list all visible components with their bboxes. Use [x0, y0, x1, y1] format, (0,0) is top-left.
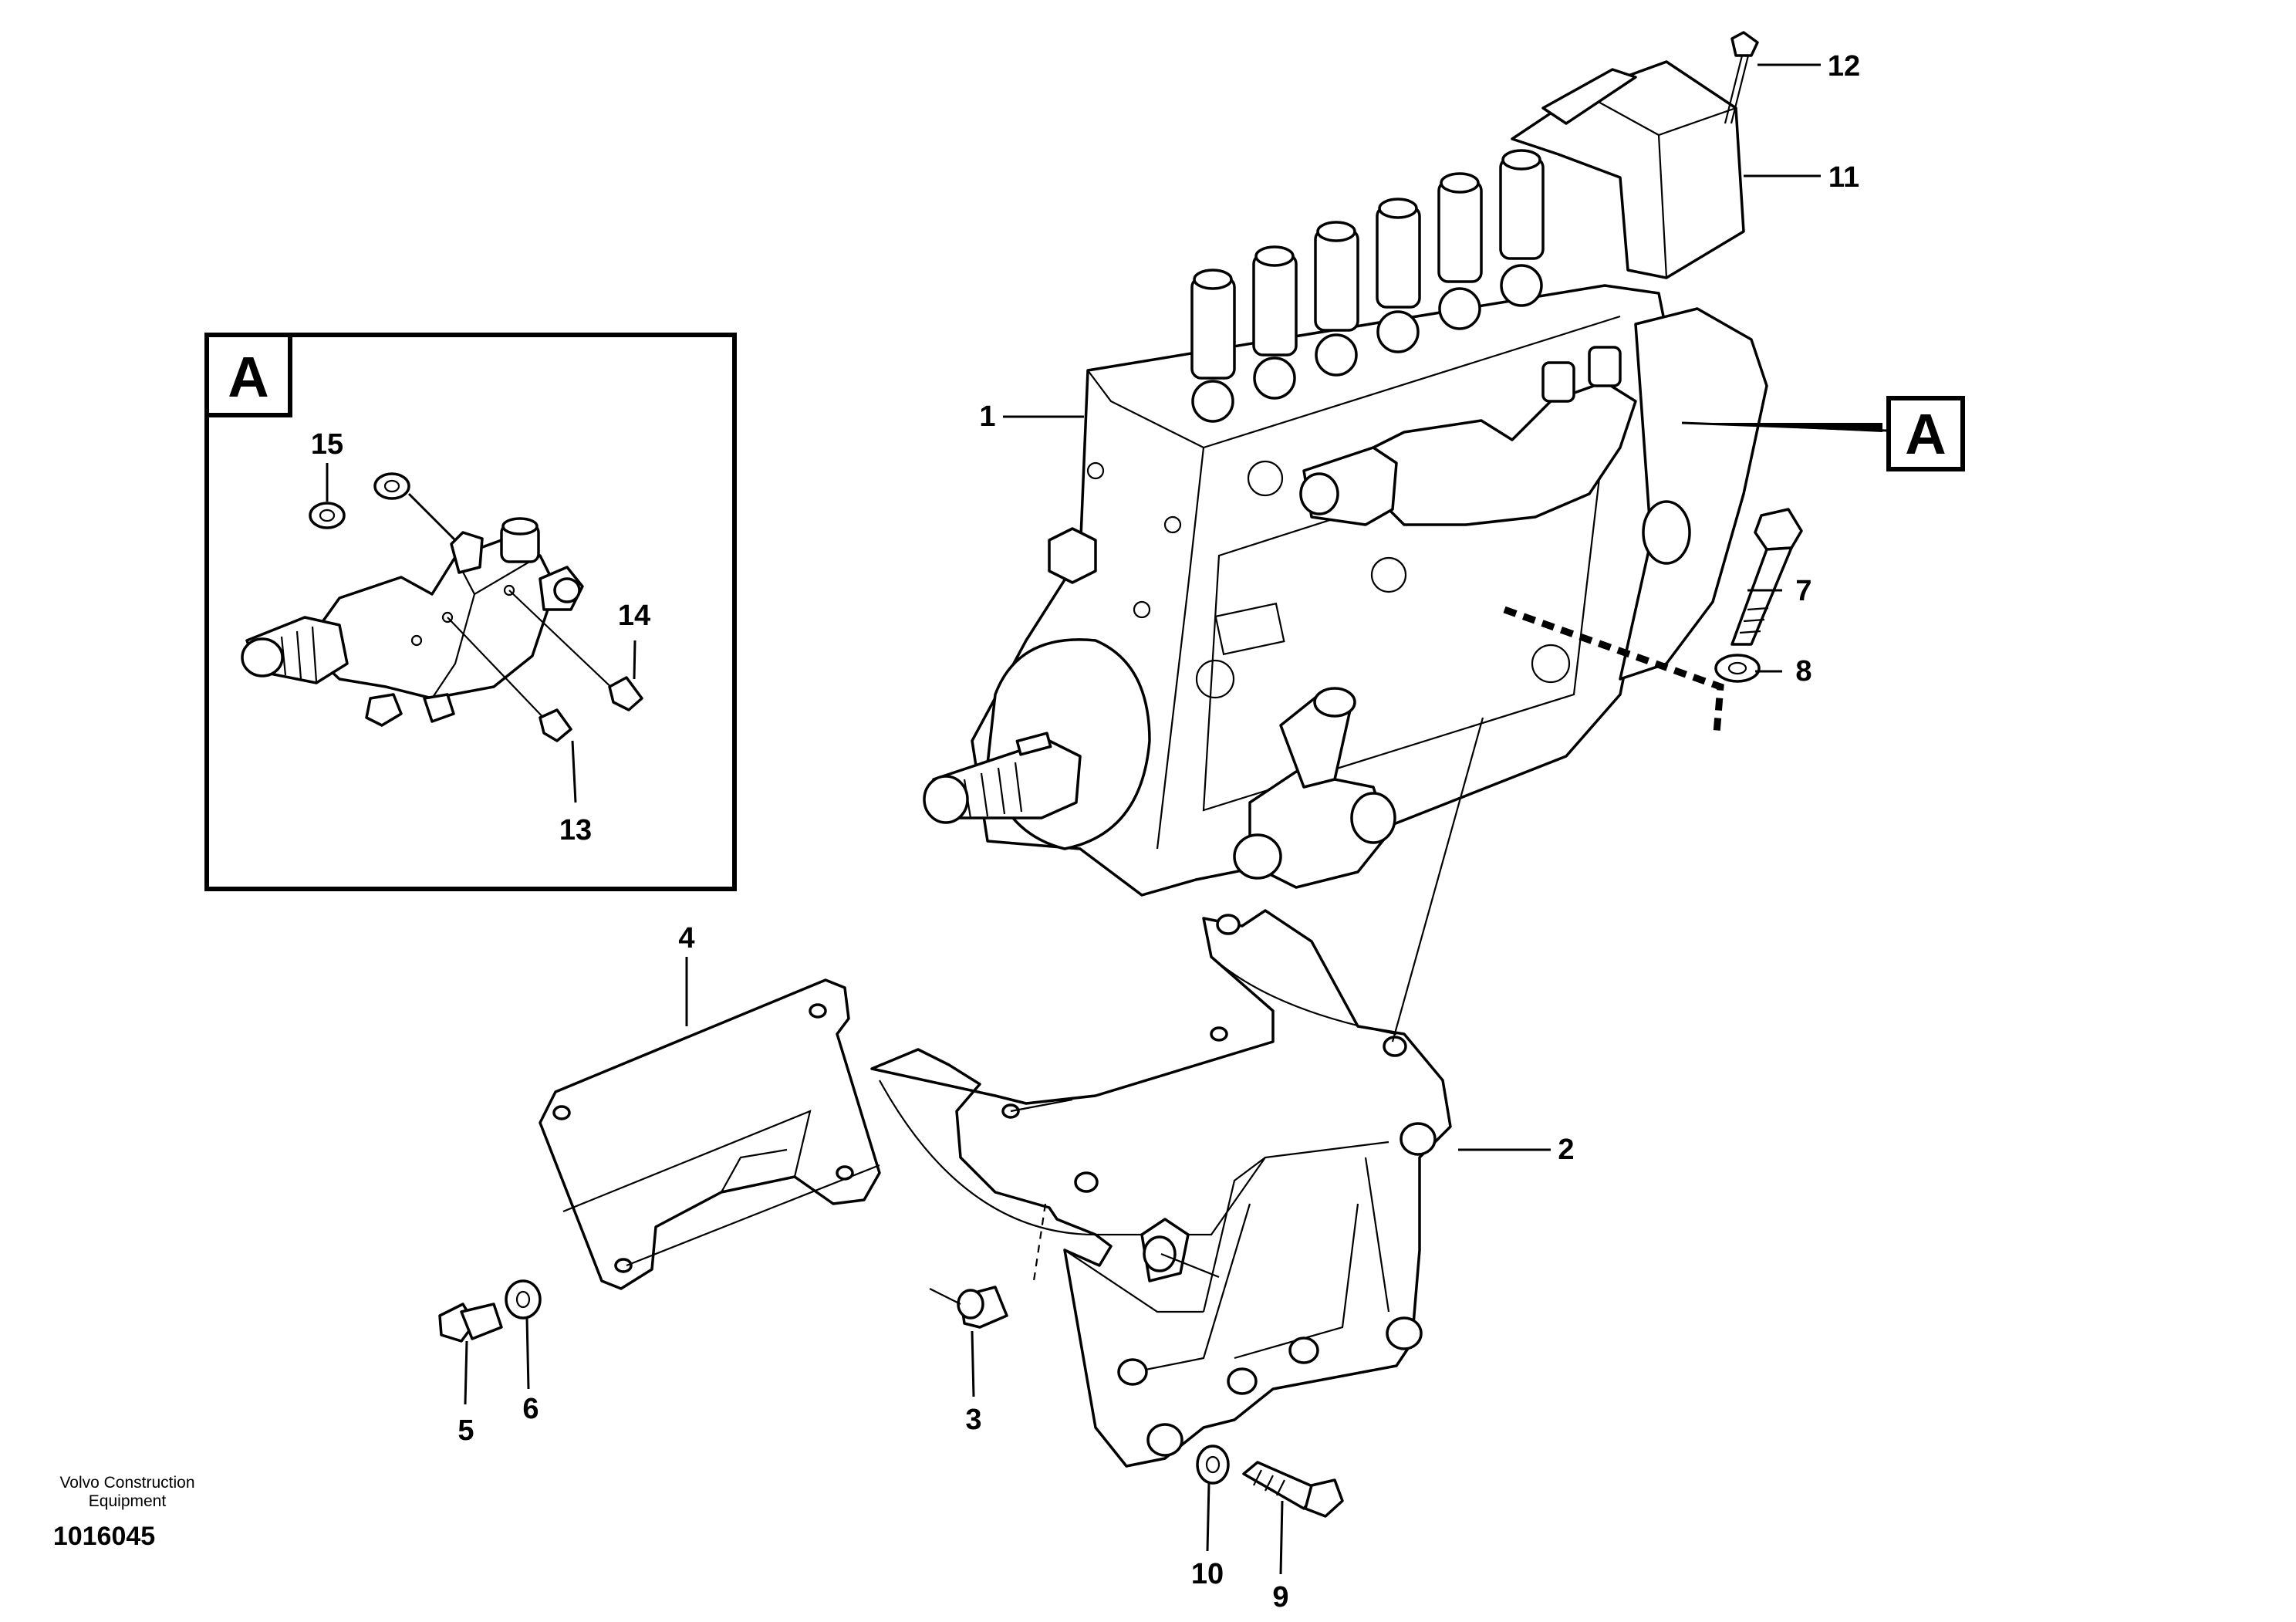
inset-valve-assembly: [241, 517, 584, 727]
callout-10: 10: [1191, 1558, 1224, 1590]
hidden-path-indicator: [1503, 606, 1724, 734]
callout-9: 9: [1272, 1581, 1288, 1614]
callout-leaders: [464, 63, 1887, 1575]
callout-1: 1: [979, 400, 995, 433]
reference-tag-a: A: [1886, 396, 1965, 471]
inset-washer-left: [309, 502, 346, 529]
assembly-line-bracket-hole: [1010, 1098, 1073, 1113]
callout-7: 7: [1795, 575, 1811, 607]
bolt-7: [1730, 508, 1803, 646]
screw-12: [1724, 31, 1759, 124]
solenoid-cover: [1511, 60, 1745, 279]
inset-letter-box: [204, 333, 292, 417]
callout-3: 3: [965, 1404, 981, 1436]
inset-letter: A: [228, 345, 268, 409]
cover-plate: [539, 978, 881, 1290]
callout-8: 8: [1795, 655, 1811, 688]
brand-line-2: Equipment: [89, 1492, 167, 1510]
inset-screw-14: [608, 676, 643, 711]
washer-6: [505, 1279, 542, 1320]
callout-5: 5: [458, 1414, 474, 1447]
washer-10: [1196, 1445, 1230, 1485]
injection-pump: [923, 149, 1768, 897]
callout-15: 15: [311, 428, 343, 461]
detail-inset-a: A: [204, 333, 737, 891]
callout-14: 14: [618, 600, 650, 632]
assembly-line-pump: [1391, 717, 1484, 1042]
callout-4: 4: [678, 922, 694, 955]
assembly-line-plate: [626, 1164, 880, 1267]
screw-5: [438, 1303, 503, 1343]
bolt-9: [1242, 1461, 1344, 1518]
callout-2: 2: [1558, 1134, 1574, 1166]
pump-bracket: [870, 909, 1452, 1468]
callout-12: 12: [1828, 50, 1860, 83]
brand-line-1: Volvo Construction: [59, 1474, 194, 1492]
inset-washer-right: [373, 472, 410, 500]
inset-screw-13: [539, 708, 572, 742]
reference-tag-letter: A: [1905, 402, 1946, 466]
washer-8: [1714, 654, 1761, 683]
callout-13: 13: [559, 814, 592, 846]
sleeve-3: [929, 1286, 1008, 1329]
document-number: 1016045: [53, 1522, 155, 1551]
delivery-valve-holders: [1190, 149, 1545, 423]
assembly-line-boss: [1160, 1252, 1220, 1279]
callout-11: 11: [1828, 161, 1859, 194]
callout-6: 6: [522, 1393, 539, 1425]
